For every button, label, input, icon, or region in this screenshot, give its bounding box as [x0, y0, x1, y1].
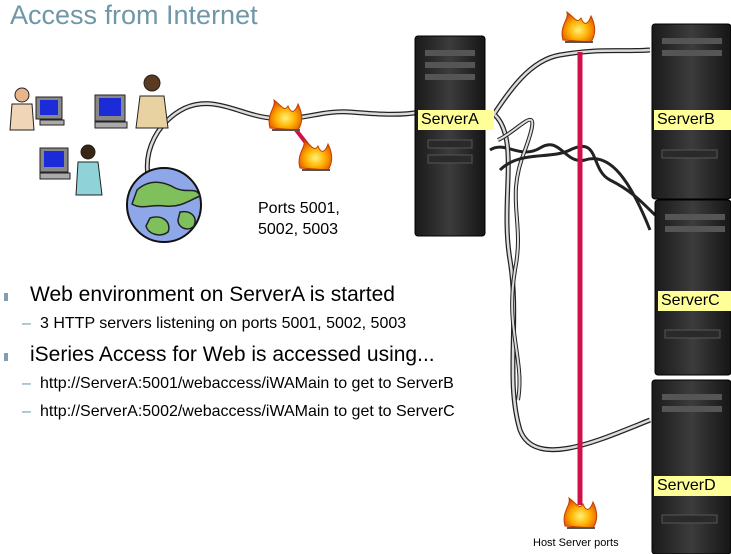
users-icon	[9, 74, 169, 196]
firewall-icon	[563, 496, 598, 529]
sub-bullet-item: http://ServerA:5002/webaccess/iWAMain to…	[0, 402, 460, 422]
page-title: Access from Internet	[10, 0, 258, 30]
bullet-list: Web environment on ServerA is started 3 …	[0, 282, 500, 430]
server-d-label: ServerD	[654, 476, 731, 496]
server-c-tower	[654, 199, 731, 376]
server-c-label: ServerC	[658, 291, 731, 311]
ports-label-line: 5002, 5003	[258, 221, 339, 238]
firewall-icon	[298, 138, 333, 171]
globe-icon	[126, 167, 202, 243]
server-a-tower	[414, 35, 486, 237]
firewall-icon	[268, 98, 303, 131]
bullet-item: Web environment on ServerA is started	[0, 282, 500, 308]
firewall-icon	[561, 10, 596, 43]
server-d-tower	[651, 379, 731, 554]
bullet-item: iSeries Access for Web is accessed using…	[0, 342, 450, 368]
server-b-label: ServerB	[654, 110, 731, 130]
ports-label-line: Ports 5001,	[258, 200, 340, 217]
server-cables	[487, 47, 657, 453]
sub-bullet-item: http://ServerA:5001/webaccess/iWAMain to…	[0, 374, 460, 394]
server-a-label: ServerA	[418, 110, 494, 130]
sub-bullet-item: 3 HTTP servers listening on ports 5001, …	[0, 314, 500, 334]
ports-label: Ports 5001, 5002, 5003	[258, 198, 340, 240]
host-server-ports-label: Host Server ports	[533, 537, 619, 549]
